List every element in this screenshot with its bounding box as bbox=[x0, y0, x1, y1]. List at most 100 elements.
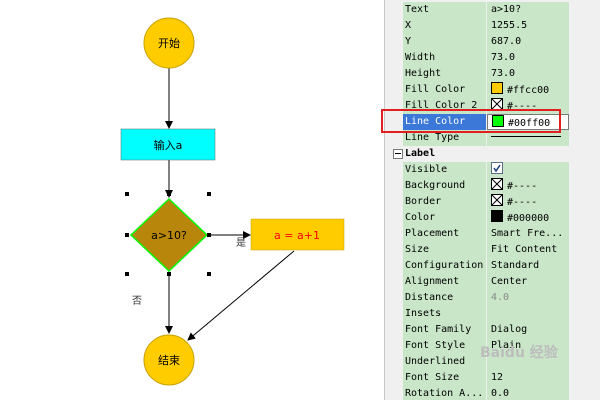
property-value[interactable] bbox=[487, 130, 569, 146]
empty-color-icon bbox=[491, 98, 503, 110]
property-value[interactable]: #00ff00 bbox=[487, 114, 569, 130]
empty-color-icon bbox=[491, 194, 503, 206]
property-row-underlined[interactable]: Underlined bbox=[391, 354, 569, 370]
watermark: Baidu 经验 bbox=[480, 345, 558, 361]
property-key: Height bbox=[403, 66, 486, 82]
start-node-label: 开始 bbox=[158, 36, 180, 50]
property-key: Visible bbox=[403, 162, 486, 178]
property-key: Rotation A... bbox=[403, 386, 486, 400]
property-row-color[interactable]: Color#000000 bbox=[391, 210, 569, 226]
property-value[interactable] bbox=[487, 354, 569, 370]
no-label: 否 bbox=[132, 295, 142, 307]
selection-handles[interactable] bbox=[125, 192, 211, 276]
property-value[interactable]: 73.0 bbox=[487, 66, 569, 82]
property-value[interactable]: #000000 bbox=[487, 210, 569, 226]
process-node[interactable] bbox=[250, 218, 345, 251]
line-type-preview bbox=[491, 136, 561, 137]
start-node[interactable] bbox=[143, 17, 195, 69]
property-row-line-type[interactable]: Line Type bbox=[391, 130, 569, 146]
property-key: Configuration bbox=[403, 258, 486, 274]
property-key: Size bbox=[403, 242, 486, 258]
property-row-fill-color-2[interactable]: Fill Color 2#---- bbox=[391, 98, 569, 114]
property-key: Alignment bbox=[403, 274, 486, 290]
yes-label: 是 bbox=[236, 237, 246, 249]
end-node-label: 结束 bbox=[158, 354, 180, 367]
property-row-background[interactable]: Background#---- bbox=[391, 178, 569, 194]
end-node[interactable] bbox=[143, 334, 195, 386]
property-key: Font Size bbox=[403, 370, 486, 386]
decision-node-label: a>10? bbox=[151, 229, 187, 242]
property-value[interactable]: #---- bbox=[487, 194, 569, 210]
property-value[interactable]: Center bbox=[487, 274, 569, 290]
property-key: Placement bbox=[403, 226, 486, 242]
visible-checkbox[interactable] bbox=[491, 162, 503, 174]
property-key: Line Type bbox=[403, 130, 486, 146]
property-value[interactable]: 4.0 bbox=[487, 290, 569, 306]
property-value[interactable]: 1255.5 bbox=[487, 18, 569, 34]
decision-node[interactable] bbox=[129, 197, 209, 273]
property-key: Width bbox=[403, 50, 486, 66]
property-key: X bbox=[403, 18, 486, 34]
edge-process-end[interactable] bbox=[187, 250, 295, 341]
property-row-border[interactable]: Border#---- bbox=[391, 194, 569, 210]
property-value[interactable]: #ffcc00 bbox=[487, 82, 569, 98]
property-key: Font Family bbox=[403, 322, 486, 338]
property-row-insets[interactable]: Insets bbox=[391, 306, 569, 322]
property-row-visible[interactable]: Visible bbox=[391, 162, 569, 178]
property-key: Y bbox=[403, 34, 486, 50]
color-swatch[interactable] bbox=[491, 82, 503, 94]
property-key: Fill Color bbox=[403, 82, 486, 98]
property-value[interactable]: Plain bbox=[487, 338, 569, 354]
property-value[interactable] bbox=[487, 162, 569, 178]
property-value[interactable]: 12 bbox=[487, 370, 569, 386]
property-key: Line Color bbox=[403, 114, 486, 130]
property-key: Color bbox=[403, 210, 486, 226]
property-row-rotation-a[interactable]: Rotation A...0.0 bbox=[391, 386, 569, 400]
property-key: Fill Color 2 bbox=[403, 98, 486, 114]
property-value[interactable]: Standard bbox=[487, 258, 569, 274]
property-key: Distance bbox=[403, 290, 486, 306]
property-key: Underlined bbox=[403, 354, 486, 370]
property-value[interactable] bbox=[487, 306, 569, 322]
property-row-line-color[interactable]: Line Color#00ff00 bbox=[391, 114, 569, 130]
collapse-icon[interactable] bbox=[393, 149, 403, 159]
section-label: Label bbox=[405, 148, 436, 159]
property-value[interactable]: Dialog bbox=[487, 322, 569, 338]
property-row-fill-color[interactable]: Fill Color#ffcc00 bbox=[391, 82, 569, 98]
property-value[interactable]: #---- bbox=[487, 178, 569, 194]
property-value[interactable]: 687.0 bbox=[487, 34, 569, 50]
empty-color-icon bbox=[491, 178, 503, 190]
property-key: Text bbox=[403, 2, 486, 18]
label-section-header[interactable]: Label bbox=[391, 146, 569, 162]
property-value[interactable]: 73.0 bbox=[487, 50, 569, 66]
property-value[interactable]: Smart Fre... bbox=[487, 226, 569, 242]
property-key: Font Style bbox=[403, 338, 486, 354]
diagram-canvas[interactable]: 开始 输入a a>10? a = a+1 结束 是 否 bbox=[0, 0, 385, 400]
property-value[interactable]: 0.0 bbox=[487, 386, 569, 400]
property-key: Border bbox=[403, 194, 486, 210]
property-key: Background bbox=[403, 178, 486, 194]
property-value[interactable]: Fit Content bbox=[487, 242, 569, 258]
flowchart: 开始 输入a a>10? a = a+1 结束 是 否 bbox=[120, 17, 345, 386]
color-swatch[interactable] bbox=[492, 115, 504, 127]
property-value[interactable]: #---- bbox=[487, 98, 569, 114]
property-value[interactable]: a>10? bbox=[487, 2, 569, 18]
color-swatch[interactable] bbox=[491, 210, 503, 222]
process-node-label: a = a+1 bbox=[274, 229, 320, 242]
input-node[interactable] bbox=[120, 128, 216, 161]
input-node-label: 输入a bbox=[154, 138, 183, 152]
